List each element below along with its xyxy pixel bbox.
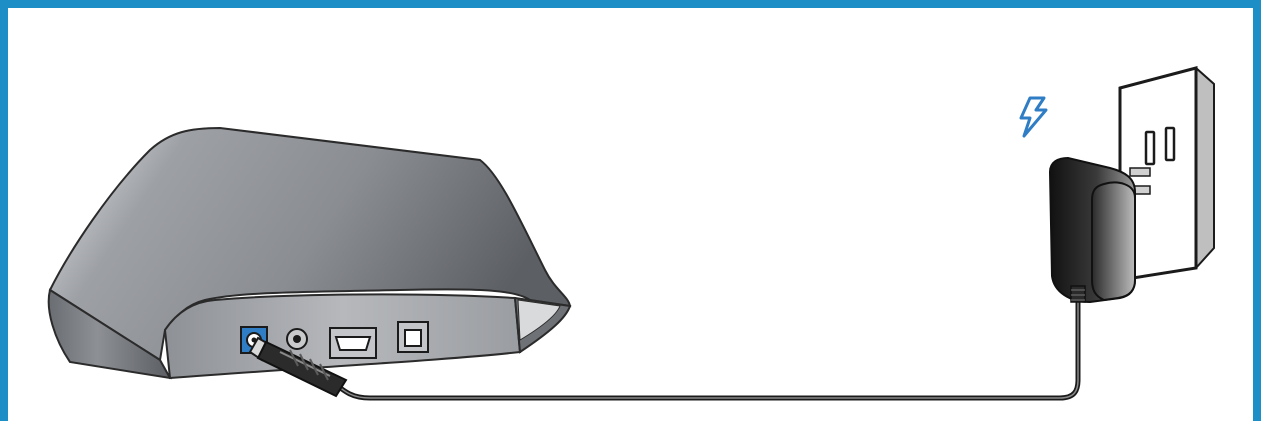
optical-audio-port: [398, 322, 428, 352]
hdmi-port: [330, 328, 376, 358]
av-out-port: [287, 329, 307, 349]
media-player-box: [49, 128, 570, 378]
lightning-icon: [1021, 98, 1046, 136]
